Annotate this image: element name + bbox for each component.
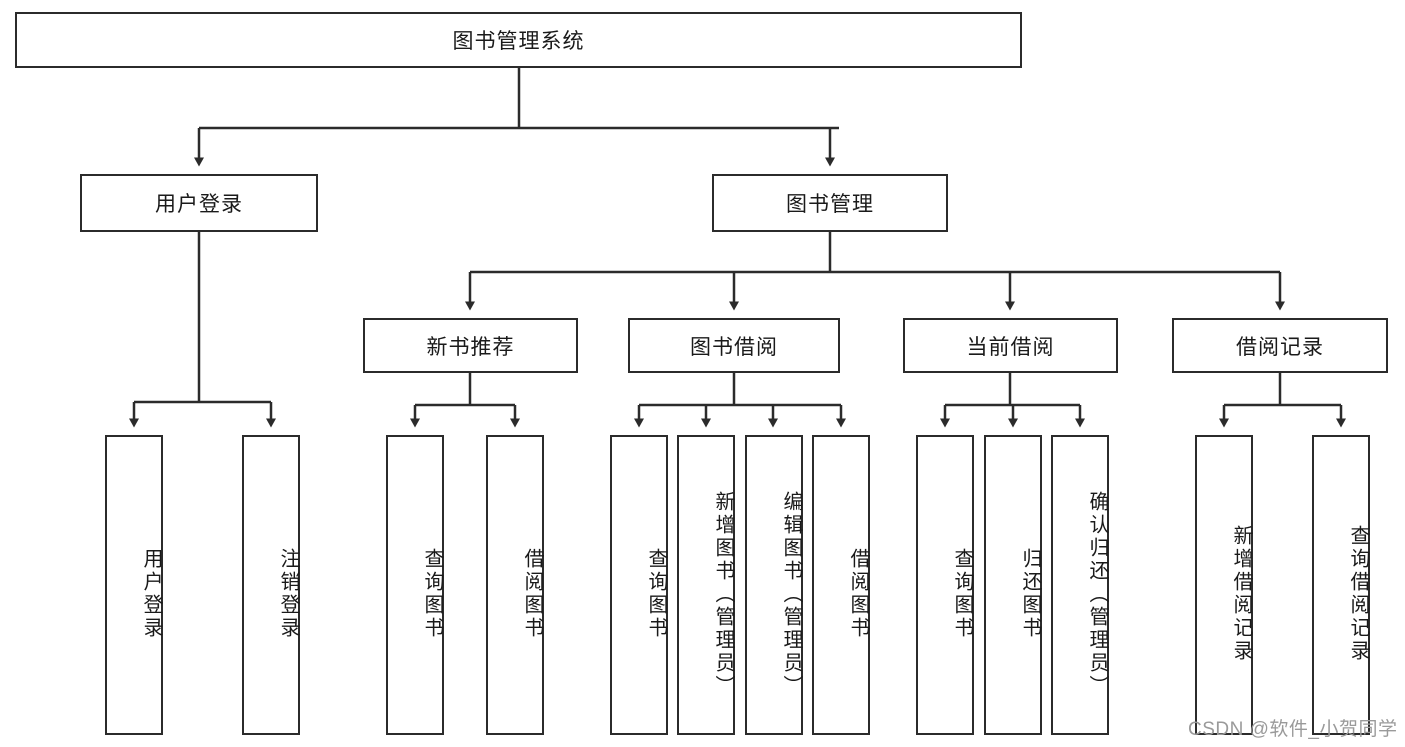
- node-book-management[interactable]: 图书管理: [712, 174, 948, 232]
- node-book-borrow-label: 图书借阅: [690, 335, 778, 359]
- node-current-borrow-label: 当前借阅: [966, 335, 1055, 359]
- leaf-query-book-current[interactable]: 查询图书: [916, 435, 974, 735]
- node-book-management-label: 图书管理: [786, 193, 874, 216]
- leaf-user-login-label: 用户登录: [140, 548, 162, 640]
- node-borrow-record[interactable]: 借阅记录: [1172, 318, 1388, 373]
- leaf-query-book-newbook-label: 查询图书: [421, 548, 443, 640]
- node-book-borrow[interactable]: 图书借阅: [628, 318, 840, 373]
- node-user-login-label: 用户登录: [155, 193, 243, 216]
- node-borrow-record-label: 借阅记录: [1236, 335, 1324, 359]
- leaf-confirm-return-admin-label: 确认归还（管理员）: [1086, 490, 1108, 698]
- leaf-query-book-current-label: 查询图书: [951, 548, 973, 640]
- leaf-query-book-newbook[interactable]: 查询图书: [386, 435, 444, 735]
- leaf-return-book[interactable]: 归还图书: [984, 435, 1042, 735]
- leaf-query-book-borrow[interactable]: 查询图书: [610, 435, 668, 735]
- leaf-add-book-admin-label: 新增图书（管理员）: [712, 490, 734, 698]
- node-user-login[interactable]: 用户登录: [80, 174, 318, 232]
- leaf-edit-book-admin[interactable]: 编辑图书（管理员）: [745, 435, 803, 735]
- leaf-borrow-book-borrow-label: 借阅图书: [847, 548, 869, 640]
- leaf-query-borrow-record[interactable]: 查询借阅记录: [1312, 435, 1370, 735]
- leaf-user-login[interactable]: 用户登录: [105, 435, 163, 735]
- leaf-query-borrow-record-label: 查询借阅记录: [1347, 525, 1369, 663]
- node-root-label: 图书管理系统: [452, 30, 585, 53]
- leaf-borrow-book-newbook-label: 借阅图书: [521, 548, 543, 640]
- node-current-borrow[interactable]: 当前借阅: [903, 318, 1118, 373]
- leaf-add-borrow-record-label: 新增借阅记录: [1230, 525, 1252, 663]
- node-new-book-recommend-label: 新书推荐: [426, 335, 515, 359]
- leaf-add-borrow-record[interactable]: 新增借阅记录: [1195, 435, 1253, 735]
- leaf-logout[interactable]: 注销登录: [242, 435, 300, 735]
- node-root[interactable]: 图书管理系统: [15, 12, 1022, 68]
- leaf-return-book-label: 归还图书: [1019, 548, 1041, 640]
- leaf-add-book-admin[interactable]: 新增图书（管理员）: [677, 435, 735, 735]
- csdn-watermark: CSDN @软件_小贺同学: [1188, 719, 1398, 740]
- leaf-borrow-book-newbook[interactable]: 借阅图书: [486, 435, 544, 735]
- node-new-book-recommend[interactable]: 新书推荐: [363, 318, 578, 373]
- leaf-borrow-book-borrow[interactable]: 借阅图书: [812, 435, 870, 735]
- leaf-edit-book-admin-label: 编辑图书（管理员）: [780, 490, 802, 698]
- leaf-confirm-return-admin[interactable]: 确认归还（管理员）: [1051, 435, 1109, 735]
- leaf-query-book-borrow-label: 查询图书: [645, 548, 667, 640]
- leaf-logout-label: 注销登录: [277, 548, 299, 640]
